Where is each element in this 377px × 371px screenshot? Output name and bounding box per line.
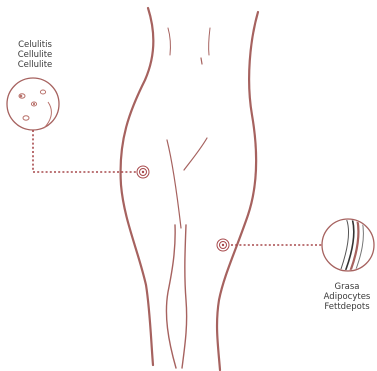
right-inner-leg (182, 225, 187, 368)
cellulite-magnifier-icon (7, 78, 59, 130)
cellulite-label: Celulitis Cellulite Cellulite (0, 40, 70, 70)
cellulite-label-es: Celulitis (0, 40, 70, 50)
left-inner-leg (166, 225, 176, 368)
crotch-line (167, 140, 181, 228)
fat-layer-magnifier-icon (322, 218, 374, 272)
fat-label-en: Adipocytes (312, 292, 377, 302)
fat-label-de: Fettdepots (312, 302, 377, 312)
cellulite-label-de: Cellulite (0, 60, 70, 70)
right-waist-line (209, 28, 210, 55)
target-marker-icon (137, 166, 149, 178)
fat-label: Grasa Adipocytes Fettdepots (312, 282, 377, 312)
right-groin-line (184, 138, 207, 170)
left-outer-contour (121, 8, 154, 365)
waist-line (168, 28, 170, 55)
right-outer-contour (217, 12, 258, 370)
body-outline (121, 8, 258, 370)
cellulite-label-en: Cellulite (0, 50, 70, 60)
target-marker-icon-right (217, 239, 229, 251)
navel (201, 58, 202, 64)
fat-label-es: Grasa (312, 282, 377, 292)
